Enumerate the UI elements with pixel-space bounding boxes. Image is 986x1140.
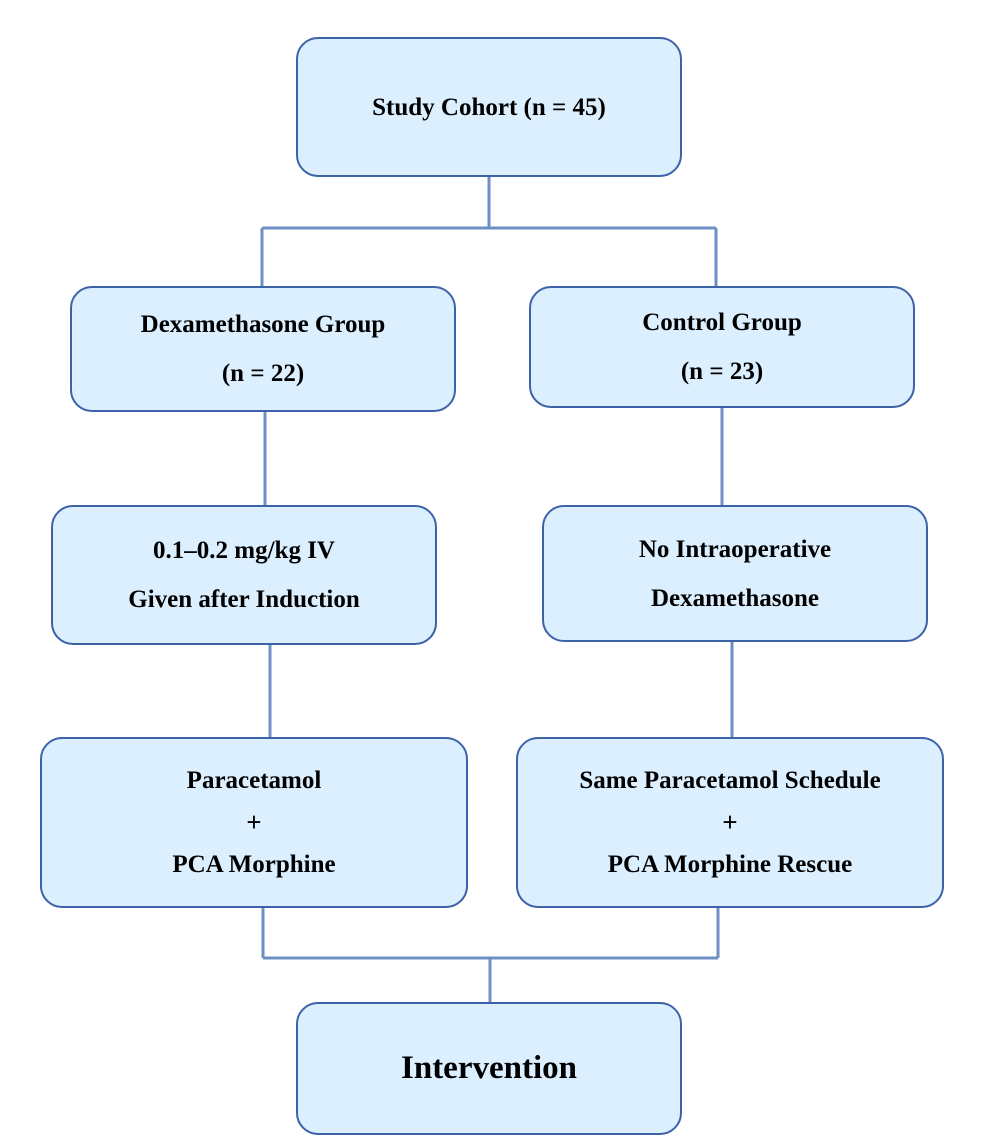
- plus-sign: +: [722, 807, 738, 837]
- pca-morphine-rescue-label: PCA Morphine Rescue: [607, 851, 853, 878]
- dexamethasone-group-title: Dexamethasone Group: [140, 311, 386, 338]
- control-group-title: Control Group: [642, 309, 802, 336]
- control-group-box: Control Group (n = 23): [529, 286, 915, 408]
- dexamethasone-group-box: Dexamethasone Group (n = 22): [70, 286, 456, 412]
- intervention-label: Intervention: [401, 1050, 577, 1086]
- study-cohort-label: Study Cohort (n = 45): [372, 93, 606, 121]
- plus-sign: +: [246, 807, 262, 837]
- no-dex-line-1: No Intraoperative: [638, 535, 832, 563]
- dose-timing-label: Given after Induction: [128, 586, 360, 613]
- dose-amount-label: 0.1–0.2 mg/kg IV: [153, 537, 335, 564]
- paracetamol-morphine-box: Paracetamol + PCA Morphine: [40, 737, 468, 908]
- paracetamol-schedule-label: Same Paracetamol Schedule: [579, 767, 881, 794]
- dexamethasone-group-count: (n = 22): [221, 360, 305, 387]
- no-dex-line-2: Dexamethasone: [650, 584, 820, 612]
- control-group-count: (n = 23): [680, 358, 764, 385]
- study-cohort-box: Study Cohort (n = 45): [296, 37, 682, 177]
- no-dexamethasone-box: No Intraoperative Dexamethasone: [542, 505, 928, 642]
- paracetamol-label: Paracetamol: [186, 767, 322, 794]
- pca-morphine-label: PCA Morphine: [172, 851, 336, 878]
- dexamethasone-dose-box: 0.1–0.2 mg/kg IV Given after Induction: [51, 505, 437, 645]
- intervention-box: Intervention: [296, 1002, 682, 1135]
- paracetamol-rescue-box: Same Paracetamol Schedule + PCA Morphine…: [516, 737, 944, 908]
